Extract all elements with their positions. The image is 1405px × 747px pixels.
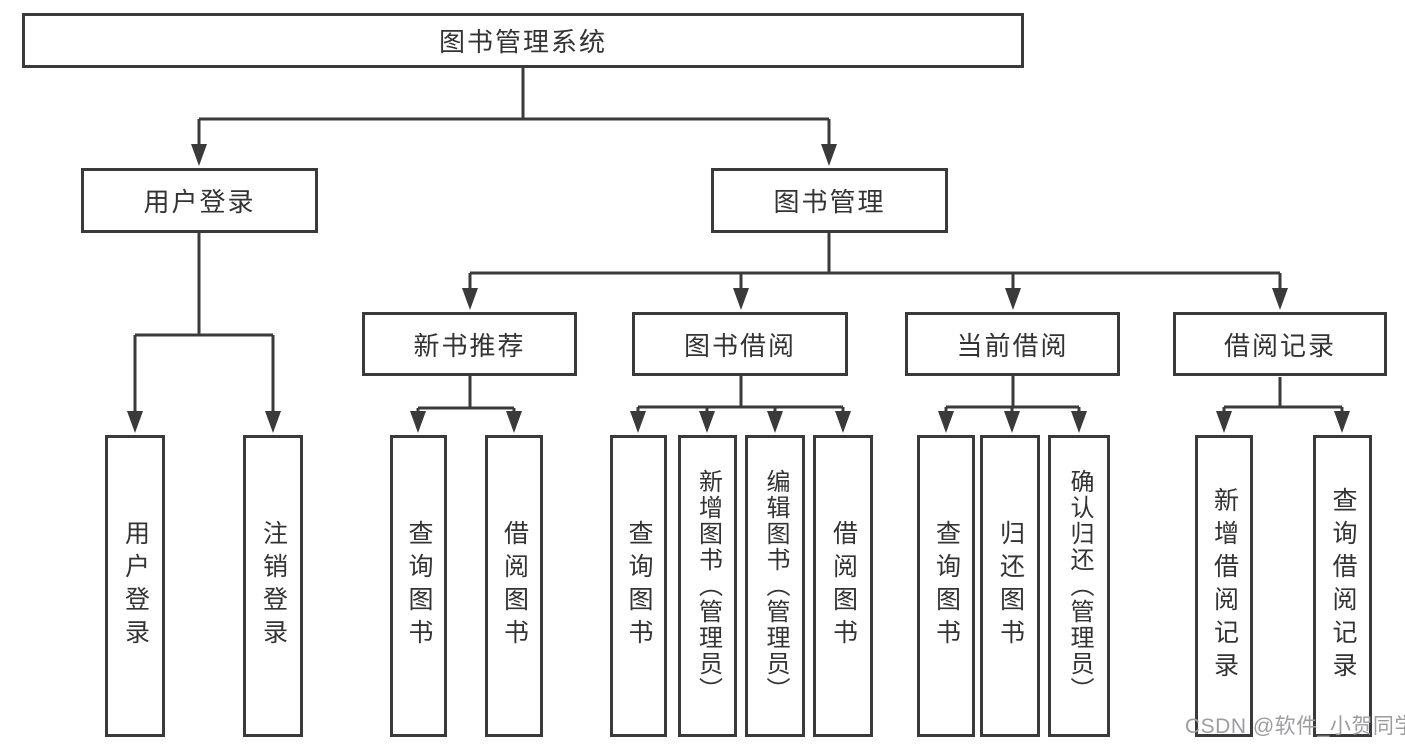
leaf-confirm-return-admin: 确认归还（管理员） bbox=[1048, 435, 1110, 737]
node-borrow-records: 借阅记录 bbox=[1173, 312, 1387, 376]
leaf-borrow-books-borrow-label: 借阅图书 bbox=[829, 520, 858, 652]
leaf-query-books-borrow: 查询图书 bbox=[610, 435, 667, 737]
leaf-return-book-label: 归还图书 bbox=[996, 520, 1025, 652]
node-current-borrow-label: 当前借阅 bbox=[956, 330, 1069, 361]
watermark-text: CSDN @软件_小贺同学 bbox=[1185, 715, 1405, 738]
arrowhead-icons bbox=[127, 144, 1350, 433]
leaf-return-book: 归还图书 bbox=[980, 435, 1040, 737]
node-new-book-recommend-label: 新书推荐 bbox=[413, 330, 526, 361]
leaf-edit-book-admin-label: 编辑图书（管理员） bbox=[762, 469, 789, 703]
leaf-query-borrow-record-label: 查询借阅记录 bbox=[1329, 487, 1357, 685]
leaf-logout-label: 注销登录 bbox=[259, 520, 288, 652]
leaf-query-books-current: 查询图书 bbox=[917, 435, 975, 737]
leaf-borrow-books-borrow: 借阅图书 bbox=[813, 435, 873, 737]
node-root-label: 图书管理系统 bbox=[438, 27, 607, 57]
node-user-login-label: 用户登录 bbox=[143, 187, 256, 217]
node-new-book-recommend: 新书推荐 bbox=[362, 312, 577, 376]
leaf-user-login-label: 用户登录 bbox=[121, 520, 150, 652]
node-root: 图书管理系统 bbox=[22, 13, 1024, 68]
node-book-borrow: 图书借阅 bbox=[632, 312, 848, 376]
leaf-add-book-admin: 新增图书（管理员） bbox=[678, 435, 737, 737]
node-book-management-label: 图书管理 bbox=[773, 187, 886, 217]
node-current-borrow: 当前借阅 bbox=[905, 312, 1120, 376]
leaf-query-books-current-label: 查询图书 bbox=[932, 520, 961, 652]
node-book-borrow-label: 图书借阅 bbox=[683, 330, 796, 361]
node-book-management: 图书管理 bbox=[711, 168, 948, 233]
leaf-add-borrow-record-label: 新增借阅记录 bbox=[1210, 487, 1239, 685]
node-borrow-records-label: 借阅记录 bbox=[1223, 330, 1336, 361]
leaf-query-borrow-record: 查询借阅记录 bbox=[1313, 435, 1372, 737]
leaf-add-book-admin-label: 新增图书（管理员） bbox=[694, 469, 722, 703]
leaf-confirm-return-admin-label: 确认归还（管理员） bbox=[1066, 469, 1093, 703]
node-user-login: 用户登录 bbox=[81, 168, 318, 233]
leaf-borrow-books-recommend-label: 借阅图书 bbox=[500, 520, 529, 652]
leaf-borrow-books-recommend: 借阅图书 bbox=[485, 435, 543, 737]
leaf-add-borrow-record: 新增借阅记录 bbox=[1195, 435, 1253, 737]
leaf-query-books-recommend: 查询图书 bbox=[390, 435, 447, 737]
leaf-user-login: 用户登录 bbox=[105, 435, 165, 737]
leaf-query-books-borrow-label: 查询图书 bbox=[625, 520, 653, 652]
leaf-query-books-recommend-label: 查询图书 bbox=[405, 520, 433, 652]
leaf-edit-book-admin: 编辑图书（管理员） bbox=[745, 435, 805, 737]
leaf-logout: 注销登录 bbox=[243, 435, 303, 737]
